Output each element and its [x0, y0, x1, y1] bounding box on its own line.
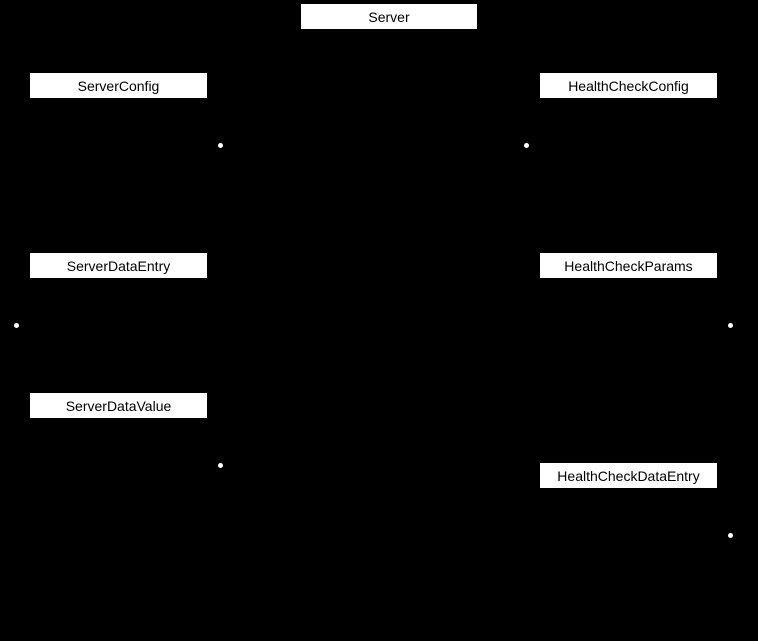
node-server-data-value: ServerDataValue [29, 392, 208, 419]
node-health-check-config: HealthCheckConfig [539, 72, 718, 99]
node-label-server-data-entry: ServerDataEntry [66, 257, 171, 274]
connector-dot [13, 322, 19, 328]
node-label-server: Server [368, 8, 410, 25]
node-label-health-check-config: HealthCheckConfig [568, 77, 689, 94]
connector-dot [217, 142, 223, 148]
node-label-health-check-params: HealthCheckParams [564, 257, 693, 274]
node-health-check-data-entry: HealthCheckDataEntry [539, 462, 718, 489]
node-label-server-config: ServerConfig [77, 77, 160, 94]
node-label-health-check-data-entry: HealthCheckDataEntry [557, 467, 700, 484]
connector-dot [727, 532, 733, 538]
node-server-data-entry: ServerDataEntry [29, 252, 208, 279]
node-server-config: ServerConfig [29, 72, 208, 99]
node-label-server-data-value: ServerDataValue [65, 397, 172, 414]
node-health-check-params: HealthCheckParams [539, 252, 718, 279]
connector-dot [727, 322, 733, 328]
node-server: Server [300, 3, 478, 30]
connector-dot [217, 462, 223, 468]
connector-dot [523, 142, 529, 148]
